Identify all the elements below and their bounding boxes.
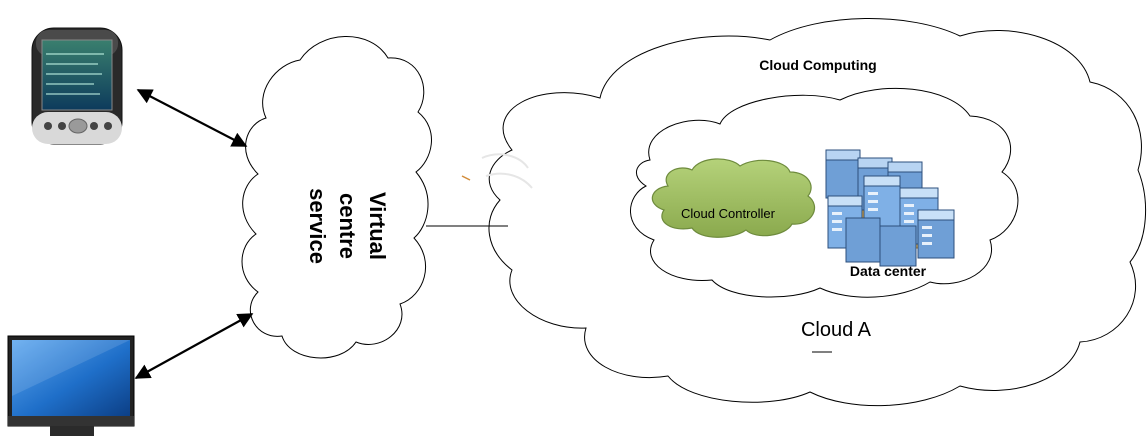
cloud-icon [651,158,815,238]
cloud-controller: Cloud Controller [651,158,815,238]
cloud-controller-label: Cloud Controller [681,206,776,221]
decorative-arc [481,153,529,169]
decorative-tick [461,175,471,181]
virtual-centre-label-line1: Virtual [365,192,390,260]
pda-arrow [136,89,248,147]
virtual-centre-label-line3: service [305,188,330,264]
virtual-centre-cloud [241,36,432,359]
monitor-arrow [134,313,254,379]
server-rack-icon [825,149,955,267]
cloud-computing-title: Cloud Computing [759,57,876,73]
decorative-arc [485,172,533,189]
virtual-centre-label-line2: centre [335,193,360,259]
monitor-icon [7,335,135,436]
data-center-label: Data center [850,263,927,279]
cloud-a-label: Cloud A [801,319,872,341]
pda-icon [31,27,123,145]
virtual-centre-label: Virtual centre service [305,188,390,264]
